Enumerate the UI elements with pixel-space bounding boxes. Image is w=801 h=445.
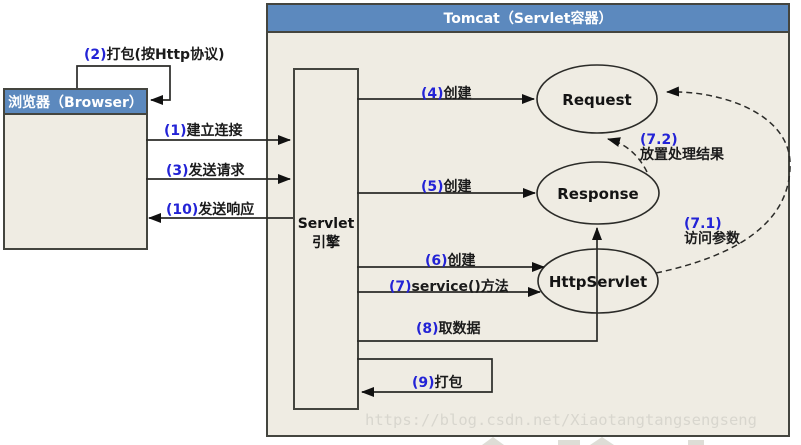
- label-step2-num: (2): [84, 47, 107, 63]
- label-step10-num: (10): [166, 202, 199, 218]
- label-step10: (10)发送响应: [166, 199, 254, 219]
- label-step7-num: (7): [389, 279, 412, 295]
- label-step1-text: 建立连接: [186, 123, 243, 139]
- tomcat-header: Tomcat（Servlet容器）: [268, 5, 788, 33]
- label-step7-2: (7.2) 放置处理结果: [640, 133, 724, 163]
- browser-header: 浏览器（Browser）: [5, 90, 146, 115]
- label-step7-text: service()方法: [411, 279, 509, 295]
- request-node-label: Request: [562, 91, 632, 109]
- httpservlet-node-label: HttpServlet: [548, 273, 648, 291]
- label-step4: (4)创建: [421, 83, 472, 103]
- label-step5: (5)创建: [421, 176, 472, 196]
- label-step4-text: 创建: [443, 86, 472, 102]
- watermark-remnant-shapes: [482, 437, 704, 445]
- label-step3-text: 发送请求: [188, 163, 245, 179]
- label-step10-text: 发送响应: [198, 202, 255, 218]
- label-step9-num: (9): [412, 375, 435, 391]
- label-step7-2-num: (7.2): [640, 132, 678, 148]
- label-step6-num: (6): [425, 253, 448, 269]
- label-step7: (7)service()方法: [389, 276, 509, 296]
- label-step7-1: (7.1) 访问参数: [684, 217, 740, 247]
- label-step2-text: 打包(按Http协议): [106, 47, 225, 63]
- response-node-label: Response: [557, 185, 639, 203]
- label-step6-text: 创建: [447, 253, 476, 269]
- label-step8-num: (8): [416, 321, 439, 337]
- label-step6: (6)创建: [425, 250, 476, 270]
- servlet-engine-label-line1: Servlet: [297, 216, 355, 232]
- label-step9-text: 打包: [434, 375, 463, 391]
- browser-box: 浏览器（Browser）: [3, 88, 148, 250]
- label-step2: (2)打包(按Http协议): [84, 44, 224, 64]
- label-step5-num: (5): [421, 179, 444, 195]
- watermark-text: https://blog.csdn.net/Xiaotangtangsengse…: [365, 411, 757, 429]
- label-step3: (3)发送请求: [166, 160, 245, 180]
- label-step1-num: (1): [164, 123, 187, 139]
- browser-title: 浏览器（Browser）: [8, 94, 143, 111]
- label-step1: (1)建立连接: [164, 120, 243, 140]
- servlet-engine-label-line2: 引擎: [312, 235, 340, 251]
- tomcat-title: Tomcat（Servlet容器）: [443, 11, 613, 27]
- label-step8-text: 取数据: [438, 321, 481, 337]
- label-step5-text: 创建: [443, 179, 472, 195]
- label-step9: (9)打包: [412, 372, 463, 392]
- label-step7-2-text: 放置处理结果: [640, 147, 724, 163]
- label-step8: (8)取数据: [416, 318, 481, 338]
- servlet-engine-label: Servlet 引擎: [293, 215, 359, 253]
- label-step7-1-num: (7.1): [684, 216, 722, 232]
- label-step3-num: (3): [166, 163, 189, 179]
- label-step7-1-text: 访问参数: [684, 231, 740, 247]
- label-step4-num: (4): [421, 86, 444, 102]
